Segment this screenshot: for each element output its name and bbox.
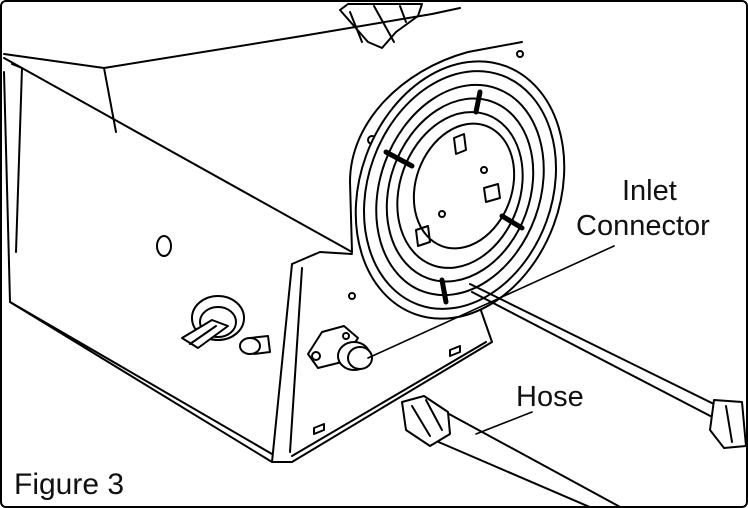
fan-guard [349,41,566,320]
regulator-cord [469,283,746,449]
control-knob [181,295,271,355]
hose [401,395,621,506]
hose-leader-line [475,411,533,435]
heater-body [3,7,524,463]
inlet-label-line1: Inlet [622,175,677,207]
handle [339,3,423,49]
inlet-label-line2: Connector [576,210,710,242]
figure-caption: Figure 3 [14,468,125,501]
hose-label: Hose [516,381,584,413]
inlet-connector [307,325,373,371]
